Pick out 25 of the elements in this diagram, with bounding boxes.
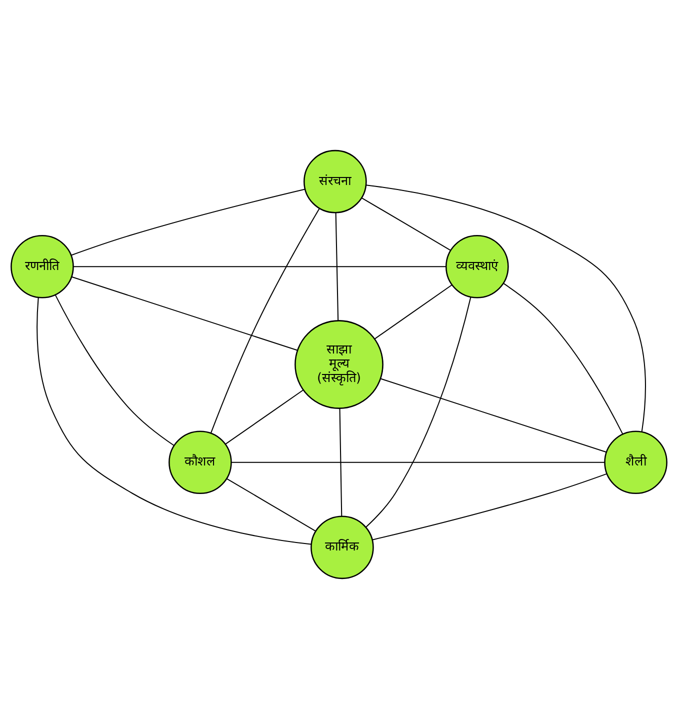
node-circle: कार्मिक bbox=[310, 515, 374, 579]
node-circle: व्यवस्थाएं bbox=[446, 234, 509, 298]
connector bbox=[380, 378, 606, 452]
connector bbox=[339, 408, 342, 516]
node-circle: शैली bbox=[604, 430, 668, 494]
node-circle: कौशल bbox=[168, 430, 232, 494]
connector bbox=[210, 208, 320, 433]
connector bbox=[54, 294, 174, 446]
connector bbox=[225, 389, 304, 444]
connector bbox=[366, 296, 472, 527]
connector bbox=[503, 282, 624, 434]
connector bbox=[73, 266, 446, 267]
connector bbox=[361, 196, 451, 250]
node-circle: रणनीति bbox=[10, 234, 74, 298]
connector bbox=[226, 478, 316, 531]
node-circle: साझा मूल्य (संस्कृति) bbox=[294, 320, 384, 408]
connector bbox=[335, 212, 339, 320]
connector bbox=[231, 461, 605, 462]
connector bbox=[372, 472, 607, 540]
connector bbox=[72, 276, 298, 350]
connector bbox=[374, 284, 452, 339]
connector bbox=[36, 297, 312, 544]
node-circle: संरचना bbox=[304, 149, 367, 213]
connector bbox=[366, 184, 646, 432]
connector bbox=[71, 188, 306, 256]
